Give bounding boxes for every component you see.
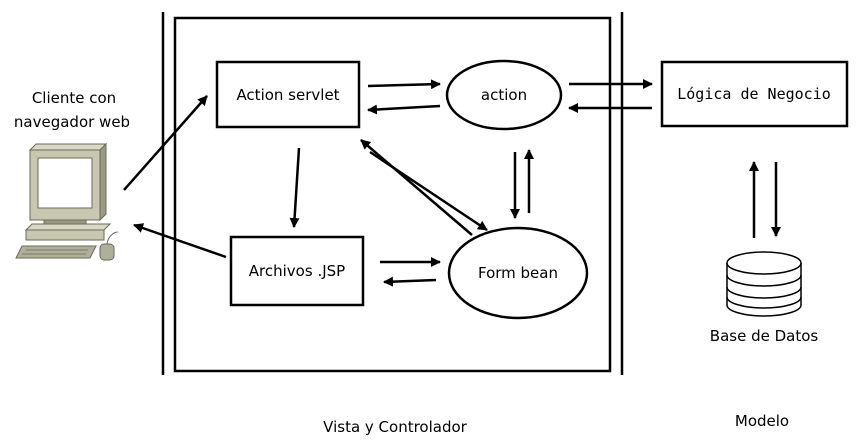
vista-controlador-frame [173,16,612,373]
database-icon [726,251,802,317]
action-node: action [445,59,563,131]
action-servlet-label: Action servlet [236,86,339,104]
client-label-line1: Cliente con [32,89,116,107]
action-label: action [481,86,527,104]
action-servlet-box: Action servlet [215,60,361,129]
arrow-action-to-servlet [367,104,441,115]
archivos-jsp-box: Archivos .JSP [229,235,365,307]
modelo-caption: Modelo [735,412,789,430]
logica-negocio-label: Lógica de Negocio [677,85,831,103]
arrow-formbean-to-servlet [360,139,473,236]
arrow-servlet-to-action [367,79,441,90]
arrow-formbean-to-jsp [383,276,437,287]
archivos-jsp-label: Archivos .JSP [249,262,345,280]
form-bean-label: Form bean [478,264,558,282]
vista-controlador-caption: Vista y Controlador [323,418,468,436]
arrow-servlet-to-jsp [289,147,301,228]
base-datos-label: Base de Datos [710,327,819,345]
client-label-line2: navegador web [14,113,130,131]
arrow-client-to-servlet [123,95,208,191]
arrow-jsp-to-client [133,223,227,259]
logica-negocio-box: Lógica de Negocio [660,60,849,128]
computer-icon [15,142,119,261]
form-bean-node: Form bean [447,226,589,320]
